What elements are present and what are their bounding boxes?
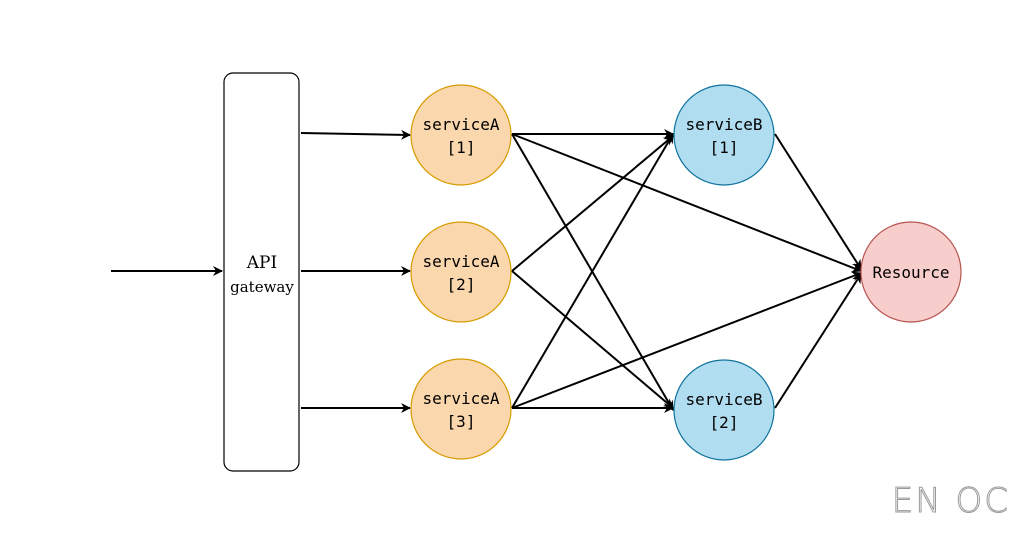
node-circle [673, 84, 775, 186]
node-resource: Resource [860, 221, 962, 323]
node-serviceA-2: serviceA [2] [410, 221, 512, 323]
api-gateway-label-line2: gateway [230, 278, 294, 296]
watermark: EN OC [892, 481, 1010, 521]
node-name: Resource [872, 263, 949, 282]
edge-gateway-to-serviceA1 [300, 129, 411, 140]
node-circle [410, 84, 512, 186]
edge-serviceB2-to-resource [774, 273, 862, 409]
node-name: serviceA [422, 389, 499, 408]
node-index: [2] [710, 413, 739, 432]
node-circle [410, 358, 512, 460]
node-circle [673, 359, 775, 461]
node-serviceB-2: serviceB [2] [673, 359, 775, 461]
edge-serviceA2-to-serviceB1 [511, 135, 674, 272]
node-index: [1] [710, 138, 739, 157]
node-index: [3] [447, 412, 476, 431]
edge-serviceA3-to-resource [511, 271, 862, 409]
node-index: [1] [447, 138, 476, 157]
api-gateway-label-line1: API [246, 253, 277, 273]
node-name: serviceB [685, 390, 762, 409]
edges [111, 129, 862, 413]
node-circle [860, 221, 962, 323]
edge-serviceA3-to-serviceB1 [511, 133, 674, 409]
edge-serviceA2-to-serviceB2 [511, 270, 674, 409]
node-serviceA-3: serviceA [3] [410, 358, 512, 460]
node-name: serviceA [422, 252, 499, 271]
node-name: serviceA [422, 115, 499, 134]
node-serviceA-1: serviceA [1] [410, 84, 512, 186]
node-serviceB-1: serviceB [1] [673, 84, 775, 186]
api-gateway: API gateway [223, 72, 300, 472]
edge-serviceB1-to-resource [774, 133, 862, 270]
edge-serviceA1-to-resource [511, 133, 862, 273]
api-gateway-box [223, 72, 300, 472]
node-circle [410, 221, 512, 323]
node-name: serviceB [685, 115, 762, 134]
node-index: [2] [447, 275, 476, 294]
